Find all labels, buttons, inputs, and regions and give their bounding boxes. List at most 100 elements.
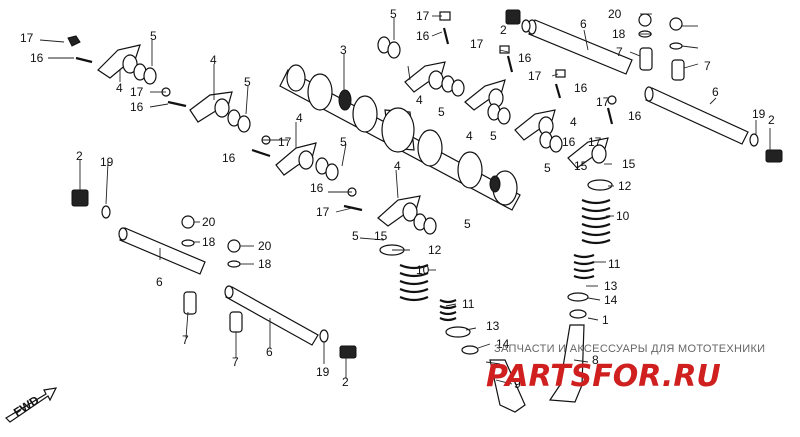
callout-label: 14 bbox=[496, 337, 510, 351]
callout-label: 16 bbox=[310, 181, 324, 195]
callout-label: 5 bbox=[438, 105, 445, 119]
callout-label: 20 bbox=[608, 7, 622, 21]
adjusting-screw bbox=[439, 11, 451, 45]
callout-label: 7 bbox=[232, 355, 239, 369]
callout-label: 2 bbox=[500, 23, 507, 37]
o-ring bbox=[319, 329, 329, 343]
callout-label: 8 bbox=[592, 353, 599, 367]
adjusting-screw bbox=[554, 69, 566, 99]
adjusting-screw bbox=[606, 95, 617, 125]
callout-label: 11 bbox=[462, 297, 475, 311]
bolt bbox=[765, 149, 783, 163]
callout-label: 5 bbox=[390, 7, 397, 21]
valve-spring-assembly-left bbox=[379, 244, 526, 413]
rocker-arm bbox=[464, 79, 506, 111]
fwd-label: FWD bbox=[11, 393, 42, 420]
callout-label: 16 bbox=[30, 51, 44, 65]
adjusting-screw bbox=[67, 35, 93, 64]
callout-label: 16 bbox=[130, 100, 144, 114]
callout-label: 17 bbox=[20, 31, 34, 45]
callout-label: 4 bbox=[466, 129, 473, 143]
callout-label: 1 bbox=[602, 313, 609, 327]
callout-label: 17 bbox=[416, 9, 430, 23]
bolt bbox=[71, 189, 89, 207]
callout-label: 5 bbox=[544, 161, 551, 175]
callout-label: 4 bbox=[570, 115, 577, 129]
callout-label: 17 bbox=[316, 205, 330, 219]
rocker-arm bbox=[567, 137, 609, 169]
cap-nut bbox=[227, 239, 241, 268]
callout-label: 2 bbox=[342, 375, 349, 389]
rocker-shaft bbox=[118, 227, 206, 275]
callout-label: 2 bbox=[768, 113, 775, 127]
callout-label: 10 bbox=[416, 263, 430, 277]
rocker-arm bbox=[377, 195, 421, 227]
callout-label: 5 bbox=[150, 29, 157, 43]
callout-label: 16 bbox=[574, 81, 588, 95]
callout-label: 14 bbox=[604, 293, 618, 307]
callout-label: 6 bbox=[156, 275, 163, 289]
callout-label: 11 bbox=[608, 257, 621, 271]
callout-label: 4 bbox=[210, 53, 217, 67]
callout-label: 18 bbox=[612, 27, 626, 41]
watermark: ЗАПЧАСТИ И АКСЕССУАРЫ ДЛЯ МОТОТЕХНИКИ PA… bbox=[486, 343, 765, 394]
cap-nut bbox=[181, 215, 195, 247]
callout-label: 15 bbox=[574, 159, 588, 173]
callout-label: 17 bbox=[278, 135, 292, 149]
callout-label: 6 bbox=[580, 17, 587, 31]
adjusting-screw bbox=[161, 87, 187, 108]
callout-label: 16 bbox=[562, 135, 576, 149]
callout-label: 6 bbox=[712, 85, 719, 99]
spring-washer bbox=[227, 109, 251, 133]
rocker-arm bbox=[514, 109, 556, 141]
callout-label: 12 bbox=[428, 243, 442, 257]
callout-label: 5 bbox=[464, 217, 471, 231]
bolt bbox=[339, 345, 357, 359]
callout-label: 4 bbox=[416, 93, 423, 107]
callout-label: 10 bbox=[616, 209, 630, 223]
callout-label: 5 bbox=[490, 129, 497, 143]
callout-label: 17 bbox=[588, 135, 602, 149]
watermark-caption: ЗАПЧАСТИ И АКСЕССУАРЫ ДЛЯ МОТОТЕХНИКИ bbox=[494, 343, 765, 355]
callout-label: 19 bbox=[752, 107, 766, 121]
callout-label: 16 bbox=[628, 109, 642, 123]
valve-spring-assembly-right bbox=[548, 179, 613, 403]
rocker-shaft bbox=[224, 285, 319, 346]
callout-label: 18 bbox=[258, 257, 272, 271]
spring-washer bbox=[487, 103, 511, 125]
callout-label: 12 bbox=[618, 179, 632, 193]
callout-label: 7 bbox=[616, 45, 623, 59]
forward-direction-arrow: FWD bbox=[5, 387, 58, 423]
callout-label: 17 bbox=[130, 85, 144, 99]
callout-label: 16 bbox=[222, 151, 236, 165]
adjusting-screw bbox=[251, 135, 271, 158]
rocker-arm bbox=[97, 44, 141, 79]
cap-nut bbox=[638, 13, 652, 38]
dowel-pin bbox=[229, 311, 243, 333]
o-ring bbox=[101, 205, 111, 219]
callout-label: 19 bbox=[100, 155, 114, 169]
rocker-arm bbox=[404, 61, 446, 93]
callout-label: 15 bbox=[374, 229, 388, 243]
callout-label: 5 bbox=[352, 229, 359, 243]
cap-nut bbox=[669, 17, 683, 50]
callout-label: 20 bbox=[258, 239, 272, 253]
spring-washer bbox=[539, 131, 563, 153]
callout-label: 3 bbox=[340, 43, 347, 57]
spring-washer bbox=[315, 157, 339, 181]
callout-label: 5 bbox=[340, 135, 347, 149]
callout-label: 18 bbox=[202, 235, 216, 249]
rocker-shaft bbox=[644, 86, 749, 145]
callout-label: 16 bbox=[518, 51, 532, 65]
spring-washer bbox=[441, 75, 465, 97]
callout-label: 20 bbox=[202, 215, 216, 229]
rocker-shaft bbox=[527, 19, 633, 75]
rocker-arm bbox=[189, 91, 233, 123]
callout-labels: 17 16 4 5 17 16 4 5 3 5 17 16 2 19 6 20 … bbox=[20, 7, 775, 391]
spring-washer bbox=[413, 213, 437, 235]
leader-lines bbox=[39, 13, 771, 385]
callout-label: 15 bbox=[622, 157, 636, 171]
callout-label: 4 bbox=[296, 111, 303, 125]
